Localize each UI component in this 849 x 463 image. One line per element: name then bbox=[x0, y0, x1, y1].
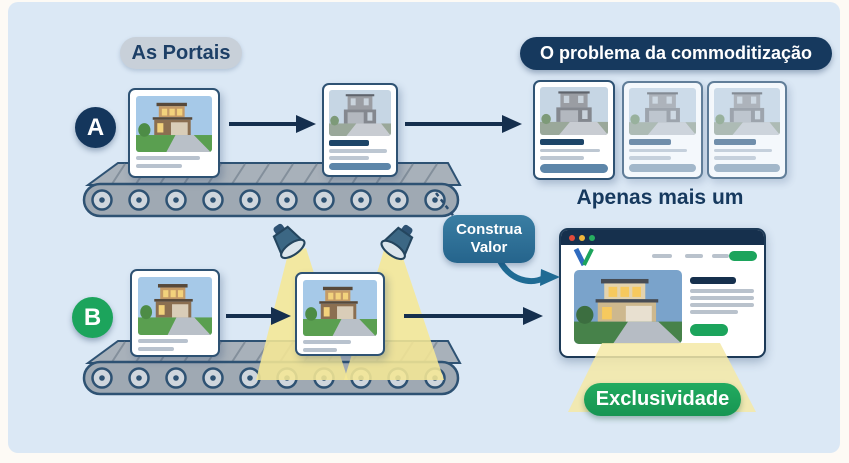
spotlight-icon-left bbox=[272, 223, 306, 260]
text-line bbox=[329, 156, 369, 160]
cta-button-shape bbox=[714, 163, 780, 172]
text-line bbox=[138, 347, 174, 351]
lane-b-badge: B bbox=[72, 297, 113, 338]
spotlight-icon-right bbox=[380, 224, 414, 261]
text-line bbox=[690, 289, 754, 293]
dashed-line bbox=[435, 192, 456, 219]
text-line bbox=[629, 148, 687, 152]
text-line bbox=[690, 296, 754, 300]
house-photo bbox=[629, 88, 696, 135]
commodity-card-3 bbox=[707, 81, 787, 179]
build-value-bubble: Construa Valor bbox=[443, 215, 535, 263]
brand-logo-v: V bbox=[573, 247, 595, 267]
dashed-connector-and-curve bbox=[435, 192, 560, 286]
exclusivity-pill: Exclusividade bbox=[584, 383, 741, 416]
text-line bbox=[136, 156, 200, 160]
arrow-a2-to-problem bbox=[405, 122, 502, 126]
just-another-caption: Apenas mais um bbox=[576, 186, 744, 209]
maximize-icon bbox=[589, 234, 595, 241]
house-photo bbox=[136, 96, 212, 152]
title-line bbox=[714, 139, 756, 145]
title-line bbox=[540, 139, 584, 145]
nav-cta-button bbox=[729, 251, 757, 261]
bubble-arrowhead bbox=[540, 269, 560, 286]
nav-item-dash bbox=[685, 254, 703, 258]
nav-item-dash bbox=[712, 254, 729, 258]
text-line bbox=[540, 148, 600, 152]
bubble-arrow-curve bbox=[497, 259, 546, 284]
cta-button-shape bbox=[629, 163, 696, 172]
text-line bbox=[714, 148, 772, 152]
title-line bbox=[629, 139, 671, 145]
problem-banner: O problema da commoditização bbox=[520, 37, 832, 70]
text-line bbox=[329, 149, 387, 153]
house-photo bbox=[138, 277, 212, 335]
lane-a-badge: A bbox=[75, 107, 116, 148]
cta-button-shape bbox=[540, 163, 608, 173]
listing-card-a1 bbox=[128, 88, 220, 178]
close-icon bbox=[569, 234, 575, 241]
arrow-b1-to-b2 bbox=[226, 314, 271, 318]
text-line bbox=[714, 156, 756, 160]
hero-house-photo bbox=[574, 270, 682, 344]
arrow-b2-to-browser bbox=[404, 314, 523, 318]
commodity-card-1 bbox=[533, 80, 615, 180]
portals-title-pill: As Portais bbox=[120, 37, 242, 69]
nav-item-dash bbox=[652, 254, 672, 258]
listing-card-b2-highlighted bbox=[295, 272, 385, 356]
text-line bbox=[138, 339, 188, 343]
listing-card-b1 bbox=[130, 269, 220, 357]
house-photo bbox=[540, 87, 608, 135]
listing-card-a2 bbox=[322, 83, 398, 177]
bubble-line-2: Valor bbox=[470, 239, 508, 256]
bubble-line-1: Construa bbox=[456, 221, 522, 238]
house-photo bbox=[714, 88, 780, 135]
minimize-icon bbox=[579, 234, 585, 241]
text-line bbox=[690, 310, 738, 314]
conveyor-belt-a bbox=[82, 162, 462, 218]
text-line bbox=[303, 340, 351, 344]
listing-cta-button bbox=[690, 324, 728, 336]
text-line bbox=[136, 164, 182, 168]
text-line bbox=[303, 348, 337, 352]
text-line bbox=[690, 303, 754, 307]
listing-title-line bbox=[690, 277, 736, 284]
browser-window: V bbox=[559, 228, 766, 358]
cta-button-shape bbox=[329, 163, 391, 170]
browser-titlebar bbox=[561, 230, 764, 245]
text-line bbox=[629, 156, 671, 160]
arrow-a1-to-a2 bbox=[229, 122, 296, 126]
house-photo bbox=[303, 280, 377, 336]
title-line bbox=[329, 139, 369, 146]
commodity-card-2 bbox=[622, 81, 703, 179]
text-line bbox=[540, 156, 584, 160]
house-photo bbox=[329, 90, 391, 136]
